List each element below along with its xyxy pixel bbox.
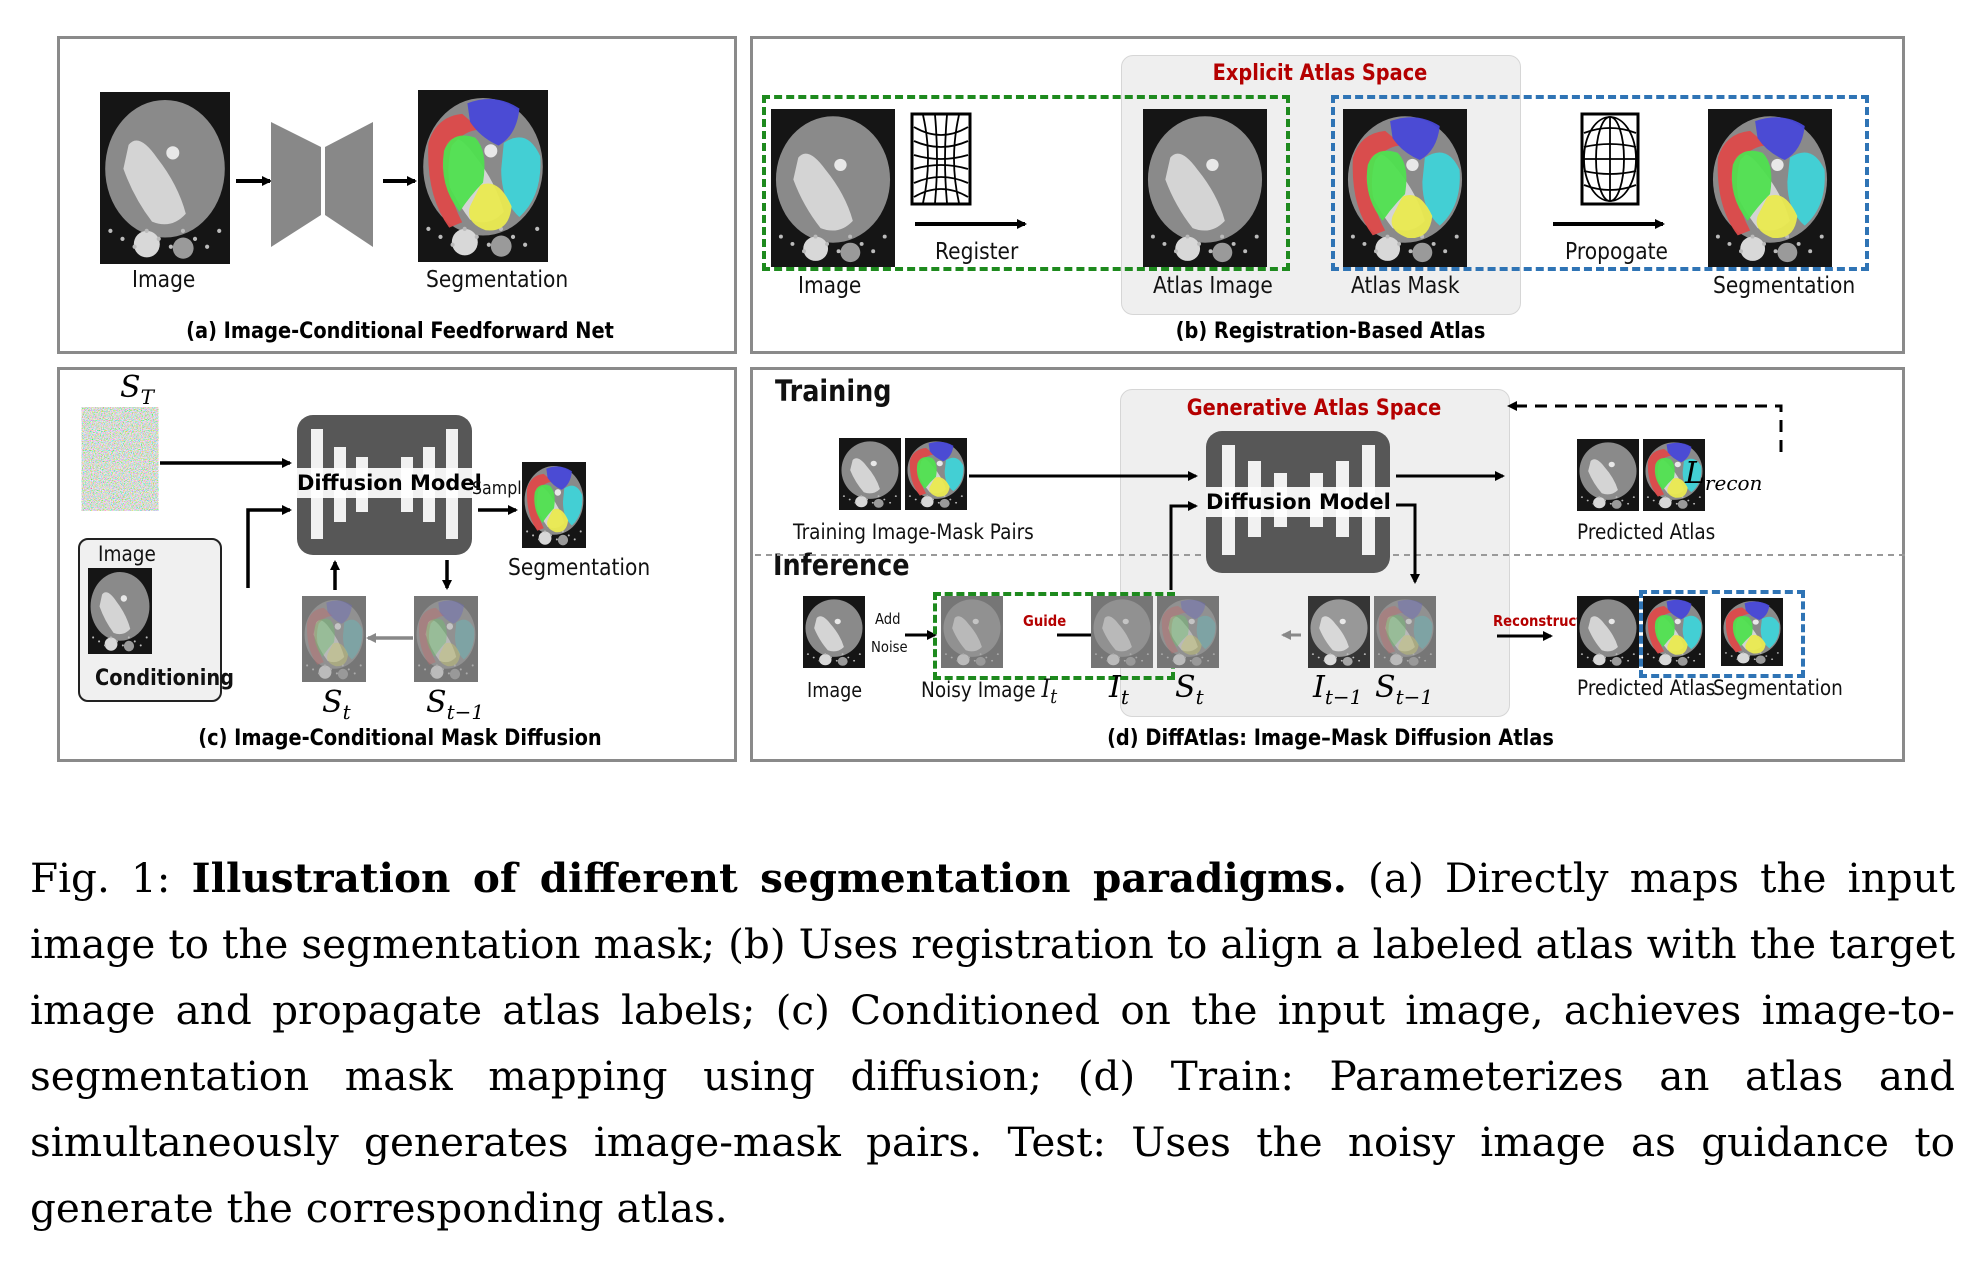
register-arrow xyxy=(915,219,1665,229)
training-image xyxy=(839,438,901,510)
atlas-mask-label: Atlas Mask xyxy=(1351,273,1460,299)
predicted-atlas-mask-train xyxy=(1643,439,1705,511)
generative-atlas-space-title: Generative Atlas Space xyxy=(1186,396,1442,421)
register-label: Register xyxy=(935,239,1019,265)
diffusion-model: Diffusion Model xyxy=(297,415,482,555)
it-1-symbol: It−1 xyxy=(1313,670,1363,709)
guide-label: Guide xyxy=(1023,612,1067,630)
input-image xyxy=(803,596,865,668)
sampled-segmentation xyxy=(522,462,586,548)
st-1-symbol: St−1 xyxy=(1375,670,1434,709)
ct-image xyxy=(100,92,230,264)
training-pairs-label: Training Image-Mask Pairs xyxy=(793,520,1034,544)
st-1-mask xyxy=(1374,596,1436,668)
segmentation-image xyxy=(418,90,548,262)
loss-symbol: Lrecon xyxy=(1685,456,1763,495)
inference-label: Inference xyxy=(773,548,910,582)
reconstruct-label: Reconstruct xyxy=(1493,612,1583,630)
st-symbol: St xyxy=(1175,670,1204,709)
atlas-mask xyxy=(1343,109,1467,267)
panel-b: Explicit Atlas Space Image Register Atla… xyxy=(750,36,1905,354)
st-mask xyxy=(1157,596,1219,668)
predicted-atlas-mask-infer xyxy=(1643,596,1705,668)
image xyxy=(771,109,895,267)
panel-a: Image Segmentation (a) Image-Conditional… xyxy=(57,36,737,354)
noisy-image-label: Noisy Image It xyxy=(921,674,1058,708)
panel-a-caption: (a) Image-Conditional Feedforward Net xyxy=(186,319,614,344)
atlas-image xyxy=(1143,109,1267,267)
conditioning-label: Conditioning xyxy=(95,666,235,691)
noisy-mask-st xyxy=(302,596,366,682)
flow-arrows xyxy=(905,401,1783,641)
image-label: Image xyxy=(798,273,862,299)
predicted-atlas-image-train xyxy=(1577,439,1639,511)
panel-d: Generative Atlas Space Training Inferenc… xyxy=(750,367,1905,762)
it-1-image xyxy=(1308,596,1370,668)
sample-label: Sample xyxy=(472,478,532,499)
it-image xyxy=(1091,596,1153,668)
training-mask xyxy=(905,438,967,510)
diffusion-model-label: Diffusion Model xyxy=(1206,487,1391,517)
it-symbol: It xyxy=(1109,670,1129,709)
caption-prefix: Fig. 1: xyxy=(30,854,192,902)
segmentation-image xyxy=(1708,109,1832,267)
figure-caption: Fig. 1: Illustration of different segmen… xyxy=(30,845,1955,1241)
inverse-deformation-icon xyxy=(1580,112,1640,206)
noisy-mask-st-1 xyxy=(414,596,478,682)
atlas-image-label: Atlas Image xyxy=(1153,273,1273,299)
propagate-label: Propogate xyxy=(1565,239,1668,265)
caption-title: Illustration of different segmentation p… xyxy=(191,854,1347,902)
final-segmentation xyxy=(1721,598,1783,666)
add-noise-label-2: Noise xyxy=(871,638,908,656)
diffusion-model-label: Diffusion Model xyxy=(297,468,482,498)
segmentation-group-box xyxy=(1639,590,1805,678)
predicted-atlas-label-train: Predicted Atlas xyxy=(1577,520,1716,544)
encoder-shape xyxy=(271,122,321,247)
conditioning-image xyxy=(88,568,152,654)
diffusion-model: Diffusion Model xyxy=(1206,431,1391,573)
add-noise-label-1: Add xyxy=(875,610,901,628)
segmentation-label: Segmentation xyxy=(1713,676,1843,700)
noise-symbol: ST xyxy=(120,370,154,409)
decoder-shape xyxy=(325,122,373,247)
noise-image xyxy=(88,416,152,502)
panel-d-caption: (d) DiffAtlas: Image–Mask Diffusion Atla… xyxy=(1107,726,1554,751)
noisy-image xyxy=(941,596,1003,668)
predicted-atlas-label-infer: Predicted Atlas xyxy=(1577,676,1716,700)
segmentation-label: Segmentation xyxy=(508,555,651,581)
panel-c-caption: (c) Image-Conditional Mask Diffusion xyxy=(198,726,602,751)
explicit-atlas-space-title: Explicit Atlas Space xyxy=(1212,61,1428,86)
segmentation-label: Segmentation xyxy=(426,267,569,293)
conditioning-image-label: Image xyxy=(98,542,156,566)
image-label: Image xyxy=(132,267,196,293)
predicted-atlas-image-infer xyxy=(1577,596,1639,668)
arrow-icon xyxy=(236,122,417,247)
image-label: Image xyxy=(807,678,863,702)
caption-body: (a) Directly maps the input image to the… xyxy=(30,854,1955,1232)
st-1-symbol: St−1 xyxy=(426,685,485,724)
register-group-box xyxy=(762,95,1290,271)
propagate-group-box xyxy=(1331,95,1869,271)
st-symbol: St xyxy=(322,685,351,724)
training-label: Training xyxy=(775,374,892,408)
panel-b-caption: (b) Registration-Based Atlas xyxy=(1175,319,1486,344)
deformation-field-icon xyxy=(910,112,972,206)
panel-c: ST Diffusion Model Sample Segmentation I… xyxy=(57,367,737,762)
segmentation-label: Segmentation xyxy=(1713,273,1856,299)
